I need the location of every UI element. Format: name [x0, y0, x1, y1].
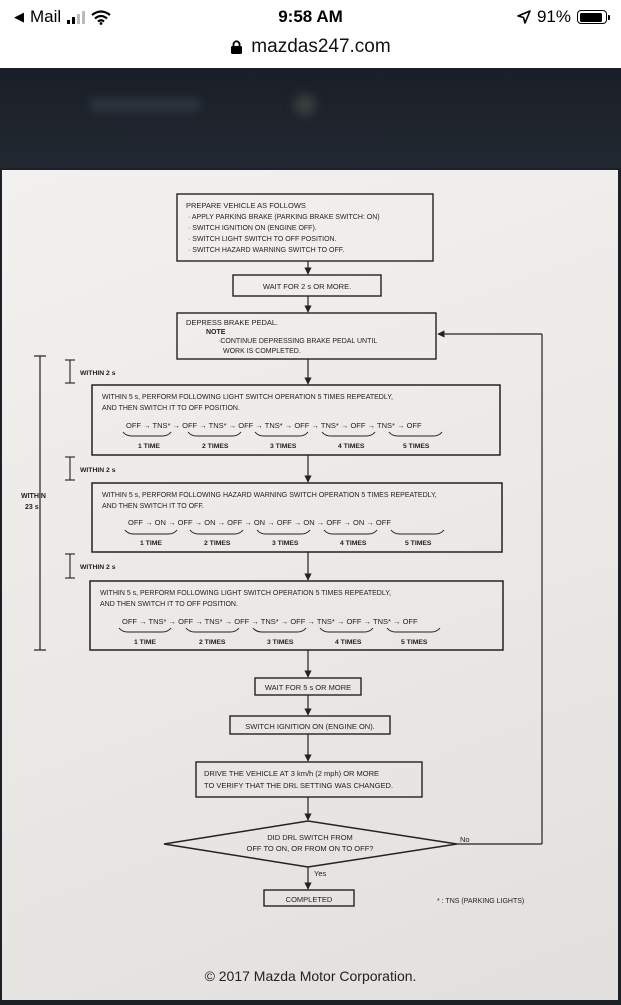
copyright-text: © 2017 Mazda Motor Corporation.: [204, 968, 417, 984]
no-label: No: [460, 835, 470, 844]
within-2s-label: WITHIN 2 s: [80, 370, 116, 377]
count-label: 1 TIME: [138, 443, 160, 450]
count-label: 3 TIMES: [267, 639, 294, 646]
count-label: 1 TIME: [134, 639, 156, 646]
decision-text: DID DRL SWITCH FROM: [267, 833, 353, 842]
count-label: 5 TIMES: [405, 540, 432, 547]
count-label: 3 TIMES: [270, 443, 297, 450]
drive-text: DRIVE THE VEHICLE AT 3 km/h (2 mph) OR M…: [204, 769, 379, 778]
count-label: 2 TIMES: [202, 443, 229, 450]
completed-box: [263, 889, 355, 907]
completed-text: COMPLETED: [286, 895, 333, 904]
battery-percent: 91%: [536, 7, 571, 26]
location-arrow-icon: [517, 10, 531, 24]
wait-5s-text: WAIT FOR 5 s OR MORE: [265, 683, 351, 692]
lock-icon: [231, 40, 243, 54]
ignition-on-text: SWITCH IGNITION ON (ENGINE ON).: [245, 722, 375, 731]
wait-2s-text: WAIT FOR 2 s OR MORE.: [263, 282, 351, 291]
within-2s-label: WITHIN 2 s: [80, 467, 116, 474]
count-label: 1 TIME: [140, 540, 162, 547]
light-instruction: WITHIN 5 s, PERFORM FOLLOWING LIGHT SWIT…: [100, 590, 391, 597]
wait-2s-box: [232, 274, 382, 297]
prepare-item: · SWITCH IGNITION ON (ENGINE OFF).: [188, 225, 317, 232]
count-label: 4 TIMES: [340, 540, 367, 547]
battery-icon: [577, 10, 610, 24]
prepare-item: · SWITCH LIGHT SWITCH TO OFF POSITION.: [188, 236, 337, 243]
prepare-box: [176, 193, 434, 262]
back-to-mail-button[interactable]: ◀ Mail: [14, 7, 111, 27]
page-header-background: [0, 68, 621, 168]
within-23s-label: WITHIN: [21, 493, 46, 500]
hazard-instruction: WITHIN 5 s, PERFORM FOLLOWING HAZARD WAR…: [102, 492, 437, 499]
footnote: * : TNS (PARKING LIGHTS): [437, 898, 524, 905]
prepare-title: PREPARE VEHICLE AS FOLLOWS: [186, 201, 306, 210]
note-line: WORK IS COMPLETED.: [223, 348, 301, 355]
note-line: ·CONTINUE DEPRESSING BRAKE PEDAL UNTIL: [218, 338, 377, 345]
drive-box: [195, 761, 423, 798]
hazard-instruction: AND THEN SWITCH IT TO OFF.: [102, 503, 204, 510]
count-label: 5 TIMES: [401, 639, 428, 646]
light-switch-box-1: [91, 384, 501, 456]
back-arrow-icon: ◀: [14, 9, 24, 24]
flowchart-photo: PREPARE VEHICLE AS FOLLOWS · APPLY PARKI…: [2, 170, 618, 1000]
ignition-on-box: [229, 715, 391, 735]
count-label: 2 TIMES: [199, 639, 226, 646]
count-label: 3 TIMES: [272, 540, 299, 547]
hazard-switch-box: [91, 482, 503, 553]
brake-text: DEPRESS BRAKE PEDAL.: [186, 318, 278, 327]
hazard-sequence: OFF → ON → OFF → ON → OFF → ON → OFF → O…: [128, 518, 391, 527]
brake-box: [176, 312, 437, 360]
light-instruction: WITHIN 5 s, PERFORM FOLLOWING LIGHT SWIT…: [102, 394, 393, 401]
light-instruction: AND THEN SWITCH IT TO OFF POSITION.: [100, 601, 238, 608]
light-instruction: AND THEN SWITCH IT TO OFF POSITION.: [102, 405, 240, 412]
light-sequence: OFF → TNS* → OFF → TNS* → OFF → TNS* → O…: [126, 421, 422, 430]
clock: 9:58 AM: [278, 7, 343, 26]
status-bar: ◀ Mail 9:58 AM 91%: [0, 0, 621, 34]
url-bar[interactable]: mazdas247.com: [0, 34, 621, 68]
drive-text: TO VERIFY THAT THE DRL SETTING WAS CHANG…: [204, 781, 393, 790]
prepare-item: · APPLY PARKING BRAKE (PARKING BRAKE SWI…: [188, 214, 380, 221]
drl-setting-flowchart: PREPARE VEHICLE AS FOLLOWS · APPLY PARKI…: [21, 193, 543, 907]
within-23s-label: 23 s: [25, 504, 39, 511]
light-sequence: OFF → TNS* → OFF → TNS* → OFF → TNS* → O…: [122, 617, 418, 626]
url-domain: mazdas247.com: [251, 36, 391, 57]
count-label: 2 TIMES: [204, 540, 231, 547]
cellular-signal-icon: [67, 10, 86, 24]
light-switch-box-2: [89, 580, 504, 651]
count-label: 4 TIMES: [338, 443, 365, 450]
note-label: NOTE: [206, 329, 226, 336]
count-label: 4 TIMES: [335, 639, 362, 646]
prepare-item: · SWITCH HAZARD WARNING SWITCH TO OFF.: [188, 247, 344, 254]
count-label: 5 TIMES: [403, 443, 430, 450]
wifi-icon: [91, 9, 111, 25]
yes-label: Yes: [314, 869, 326, 878]
back-label: Mail: [30, 7, 62, 26]
within-2s-label: WITHIN 2 s: [80, 564, 116, 571]
decision-text: OFF TO ON, OR FROM ON TO OFF?: [247, 844, 374, 853]
